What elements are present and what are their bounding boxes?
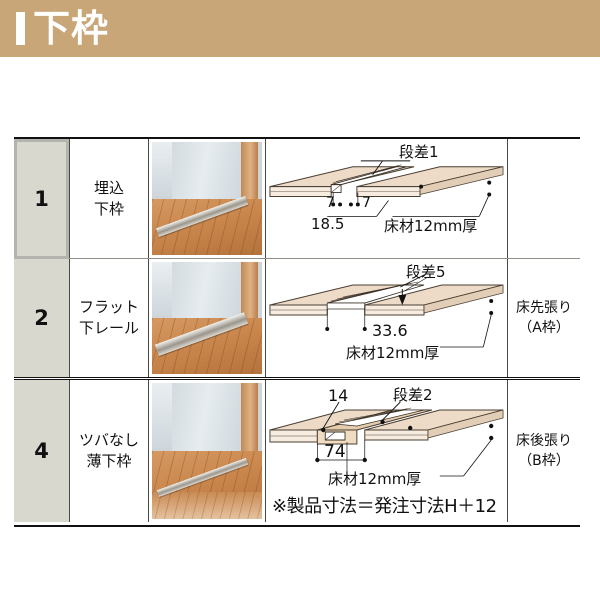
diagram-dim-33-6: 33.6 — [372, 321, 408, 340]
row-name: フラット 下レール — [70, 297, 148, 339]
row-number: 2 — [34, 306, 49, 330]
group-side-label-line2: （A枠） — [518, 320, 570, 336]
row-diagram-cell: 段差1 7 7 18.5 床材12mm厚 — [265, 139, 507, 258]
spec-table: 1 埋込 下枠 — [14, 137, 580, 527]
embedded-frame-diagram: 段差1 7 7 18.5 床材12mm厚 — [266, 139, 507, 258]
row-photo-cell[interactable] — [148, 139, 265, 258]
row-name: ツバなし 薄下枠 — [70, 430, 148, 472]
table-row[interactable]: 2 フラット 下レール — [14, 259, 580, 377]
row-photo-cell[interactable] — [148, 380, 265, 522]
row-photo-cell[interactable] — [148, 259, 265, 377]
photo-wall-left — [152, 262, 174, 316]
page-title: 下枠 — [33, 7, 109, 50]
flat-rail-diagram: 段差5 33.6 床材12mm厚 — [266, 259, 507, 377]
row-name-line1: 埋込 — [93, 178, 124, 197]
diagram-dim-14: 14 — [328, 386, 349, 405]
product-dimension-note: ※製品寸法＝発注寸法H＋12 — [272, 496, 497, 517]
row-number: 1 — [34, 186, 49, 211]
row-diagram-cell: 14 段差2 74 床材12mm厚 ※製品寸法＝発注寸法H＋12 — [265, 380, 507, 522]
group-a-floor-first: 1 埋込 下枠 — [14, 139, 580, 380]
row-name-line1: フラット — [78, 298, 139, 316]
table-row[interactable]: 4 ツバなし 薄下枠 — [14, 380, 580, 522]
diagram-dim-7a: 7 — [326, 195, 335, 211]
row-name-cell: ツバなし 薄下枠 — [69, 380, 148, 522]
row-diagram-cell: 段差5 33.6 床材12mm厚 — [265, 259, 507, 377]
photo-wall-left — [152, 142, 174, 197]
group-side-label: 床先張り （A枠） — [508, 298, 580, 338]
row-name-line2: 下枠 — [93, 199, 124, 218]
row-name-line2: 薄下枠 — [86, 452, 132, 470]
row-name-cell: フラット 下レール — [69, 259, 148, 377]
row-number-cell: 2 — [14, 259, 69, 377]
floor-flat-rail-photo — [152, 262, 262, 374]
group-side-cell: 床先張り （A枠） — [507, 259, 580, 377]
diagram-dim-18-5: 18.5 — [311, 215, 345, 233]
photo-floor-lower — [152, 491, 262, 519]
header-accent-bar — [16, 12, 25, 45]
page-header-band: 下枠 — [0, 0, 600, 57]
diagram-step-label: 段差5 — [406, 263, 446, 281]
diagram-floor-label: 床材12mm厚 — [384, 217, 478, 235]
group-side-cell: 床後張り （B枠） — [507, 380, 580, 522]
diagram-dim-7b: 7 — [362, 195, 371, 211]
diagram-floor-label: 床材12mm厚 — [346, 344, 440, 362]
group-b-floor-later: 4 ツバなし 薄下枠 — [14, 380, 580, 525]
row-number-cell: 4 — [14, 380, 69, 522]
floor-thin-rail-photo — [152, 383, 262, 519]
row-number: 4 — [34, 439, 49, 463]
thin-frame-diagram: 14 段差2 74 床材12mm厚 ※製品寸法＝発注寸法H＋12 — [266, 380, 507, 522]
row-name-line2: 下レール — [78, 319, 139, 337]
diagram-dim-74: 74 — [324, 442, 346, 462]
photo-wall-left — [152, 383, 174, 449]
group-side-label-line1: 床後張り — [516, 433, 572, 449]
table-row[interactable]: 1 埋込 下枠 — [14, 139, 580, 259]
group-side-cell — [507, 139, 580, 258]
floor-rail-photo — [152, 142, 262, 255]
group-side-label: 床後張り （B枠） — [508, 431, 580, 471]
diagram-step-label: 段差2 — [393, 386, 433, 404]
diagram-floor-label: 床材12mm厚 — [328, 470, 422, 488]
row-name-line1: ツバなし — [78, 431, 139, 449]
row-name: 埋込 下枠 — [70, 178, 148, 220]
row-number-cell: 1 — [14, 139, 69, 259]
group-side-label-line1: 床先張り — [516, 300, 572, 316]
diagram-step-label: 段差1 — [399, 143, 439, 161]
group-side-label-line2: （B枠） — [518, 453, 570, 469]
row-name-cell: 埋込 下枠 — [69, 139, 148, 258]
